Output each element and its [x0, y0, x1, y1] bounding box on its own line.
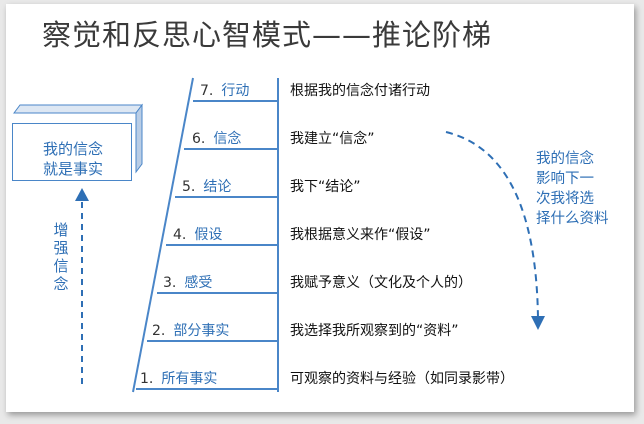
page-title: 察觉和反思心智模式——推论阶梯: [42, 18, 493, 52]
rung-6-number: 6.: [192, 131, 206, 147]
reinforce-char-1: 增: [53, 221, 69, 239]
rung-3-label: 3. 感受: [163, 272, 212, 292]
ladder-rungs: [136, 100, 278, 390]
rung-6-description: 我建立“信念”: [290, 131, 375, 147]
rung-4-name: 假设: [194, 227, 223, 243]
reinforce-char-3: 信: [53, 257, 69, 275]
influence-line2: 影响下一: [536, 171, 594, 187]
influence-line4: 择什么资料: [536, 211, 609, 227]
rung-3-name: 感受: [184, 275, 213, 291]
reinforce-char-4: 念: [53, 275, 69, 293]
rung-3-description: 我赋予意义（文化及个人的）: [290, 275, 472, 291]
rung-2-description: 我选择我所观察到的“资料”: [290, 323, 459, 339]
rung-7-name: 行动: [221, 83, 250, 99]
rung-3-number: 3.: [163, 275, 177, 291]
ladder-diagram: [13, 77, 545, 393]
reinforce-char-2: 强: [53, 239, 69, 257]
rung-6-label: 6. 信念: [192, 128, 241, 148]
influence-line3: 次我将选: [536, 191, 594, 207]
rung-2-number: 2.: [152, 323, 166, 339]
influence-line1: 我的信念: [536, 151, 594, 167]
rung-4-label: 4. 假设: [173, 224, 222, 244]
rung-4-number: 4.: [173, 227, 187, 243]
rung-1-description: 可观察的资料与经验（如同录影带）: [290, 371, 514, 387]
reinforce-label: 增 强 信 念: [51, 221, 71, 293]
rung-1-number: 1.: [140, 371, 154, 387]
rung-2-name: 部分事实: [173, 323, 230, 339]
belief-box-line1: 我的信念: [42, 140, 103, 158]
belief-box-side: [135, 103, 143, 174]
ladder-left-rail: [132, 77, 194, 393]
belief-box-text: 我的信念 就是事实: [13, 139, 133, 179]
belief-box-top: [13, 104, 143, 114]
belief-box-front: 我的信念 就是事实: [12, 123, 132, 181]
rung-5-description: 我下“结论”: [290, 179, 361, 195]
belief-box-line2: 就是事实: [42, 160, 103, 178]
rung-5-label: 5. 结论: [182, 176, 231, 196]
rung-1-label: 1. 所有事实: [140, 368, 217, 388]
rung-7-label: 7. 行动: [200, 80, 249, 100]
reinforce-arrowhead: [75, 188, 89, 201]
slide: 察觉和反思心智模式——推论阶梯 我的信念 就是事实: [6, 4, 634, 412]
influence-label: 我的信念 影响下一 次我将选 择什么资料: [536, 149, 626, 229]
influence-arrowhead: [531, 316, 545, 330]
rung-2-label: 2. 部分事实: [152, 320, 229, 340]
rung-7-description: 根据我的信念付诸行动: [290, 83, 430, 99]
rung-4-description: 我根据意义来作“假设”: [290, 227, 431, 243]
rung-6-name: 信念: [213, 131, 242, 147]
belief-box: 我的信念 就是事实: [12, 115, 136, 185]
rung-7-number: 7.: [200, 83, 214, 99]
rung-5-name: 结论: [203, 179, 232, 195]
influence-arrow-curve: [445, 131, 539, 320]
rung-1-name: 所有事实: [161, 371, 218, 387]
rung-5-number: 5.: [182, 179, 196, 195]
